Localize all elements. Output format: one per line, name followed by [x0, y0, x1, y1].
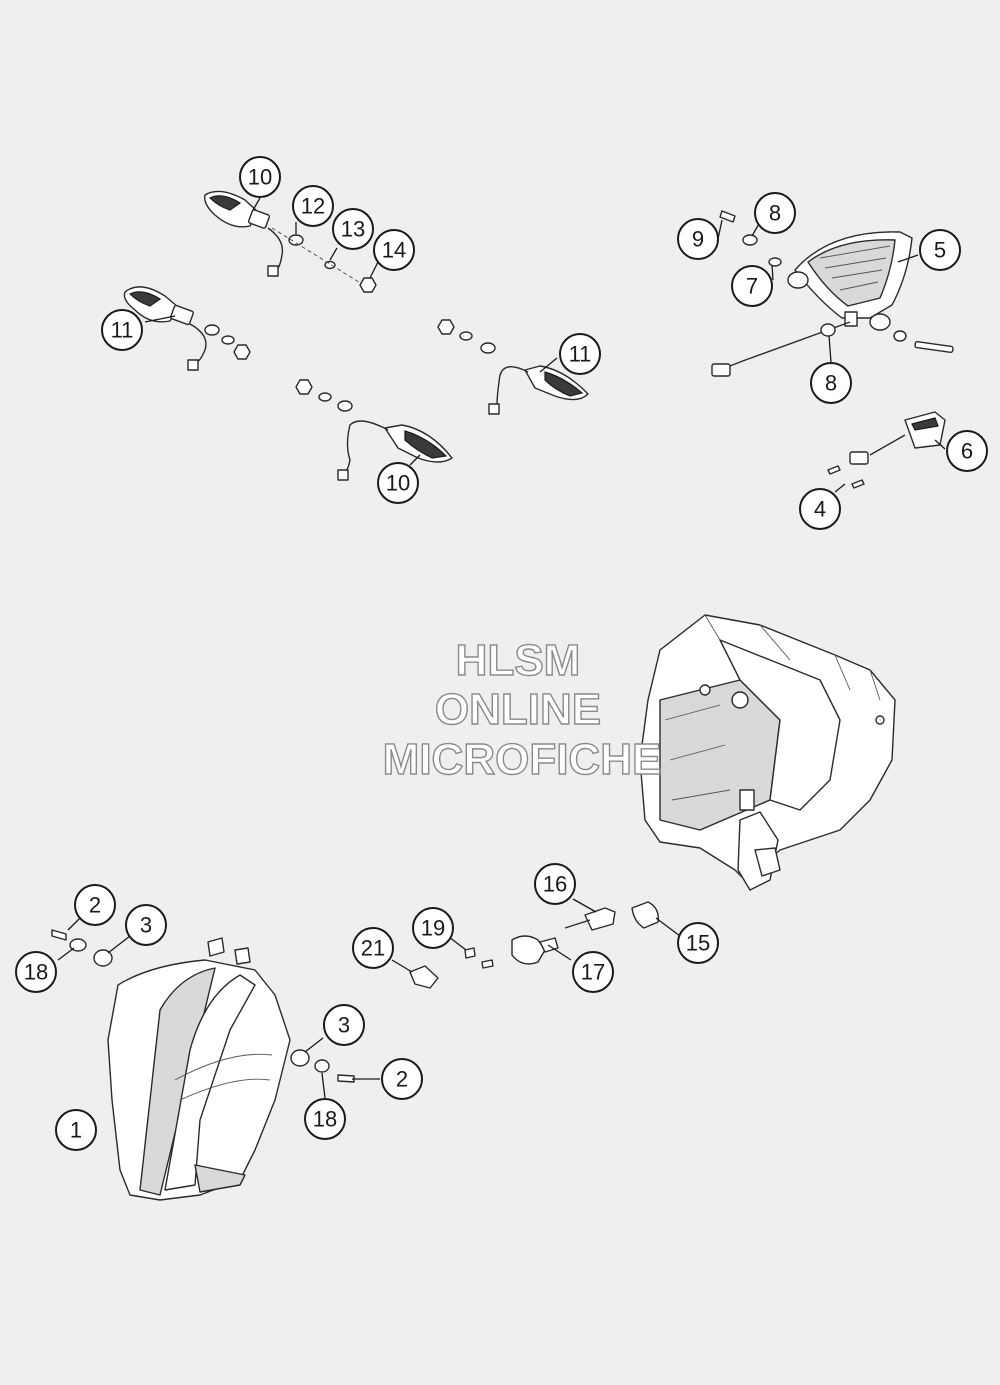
watermark-line-2: ONLINE	[435, 685, 601, 734]
svg-text:11: 11	[111, 318, 134, 343]
svg-text:19: 19	[421, 916, 445, 941]
callout-13[interactable]: 13	[332, 208, 374, 250]
callout-9[interactable]: 9	[677, 218, 719, 260]
svg-text:13: 13	[341, 217, 365, 242]
callout-6[interactable]: 6	[946, 430, 988, 472]
headlight-fasteners-right	[290, 1049, 355, 1083]
callout-11-right[interactable]: 11	[559, 333, 601, 375]
headlight-housing	[107, 937, 291, 1201]
svg-text:5: 5	[934, 238, 946, 263]
svg-text:11: 11	[569, 342, 592, 367]
callout-10-bottom[interactable]: 10	[377, 462, 419, 504]
svg-text:6: 6	[961, 439, 973, 464]
svg-text:7: 7	[746, 274, 758, 299]
svg-text:8: 8	[825, 371, 837, 396]
callouts: 10 12 13 14 11 11 10 9 8 5 7 8 6 4 2 3 1…	[15, 156, 988, 1151]
svg-text:4: 4	[814, 497, 826, 522]
callout-4[interactable]: 4	[799, 488, 841, 530]
callout-7[interactable]: 7	[731, 265, 773, 307]
svg-text:16: 16	[543, 872, 567, 897]
svg-text:21: 21	[361, 936, 385, 961]
svg-text:2: 2	[89, 893, 101, 918]
leader-lines	[57, 197, 946, 1099]
svg-text:18: 18	[313, 1107, 337, 1132]
turn-signal-front-left	[204, 190, 377, 293]
callout-8-top[interactable]: 8	[754, 192, 796, 234]
headlight-bracket	[639, 614, 896, 891]
callout-2-right[interactable]: 2	[381, 1058, 423, 1100]
svg-text:17: 17	[581, 960, 605, 985]
callout-11-left[interactable]: 11	[101, 309, 143, 351]
callout-5[interactable]: 5	[919, 229, 961, 271]
watermark: HLSM ONLINE MICROFICHE	[382, 635, 662, 784]
callout-3-left[interactable]: 3	[125, 904, 167, 946]
turn-signal-front-right	[437, 319, 589, 415]
svg-text:10: 10	[248, 165, 272, 190]
callout-10-top[interactable]: 10	[239, 156, 281, 198]
callout-21[interactable]: 21	[352, 927, 394, 969]
svg-text:3: 3	[338, 1013, 350, 1038]
svg-text:3: 3	[140, 913, 152, 938]
license-plate-light	[827, 411, 946, 489]
callout-18-left[interactable]: 18	[15, 951, 57, 993]
callout-16[interactable]: 16	[534, 863, 576, 905]
svg-text:1: 1	[70, 1118, 82, 1143]
tail-light-assembly	[711, 210, 954, 377]
callout-15[interactable]: 15	[677, 922, 719, 964]
callout-14[interactable]: 14	[373, 229, 415, 271]
callout-3-right[interactable]: 3	[323, 1004, 365, 1046]
svg-text:15: 15	[686, 931, 710, 956]
watermark-line-3: MICROFICHE	[383, 735, 662, 784]
callout-12[interactable]: 12	[292, 185, 334, 227]
svg-text:12: 12	[301, 194, 325, 219]
svg-text:18: 18	[24, 960, 48, 985]
turn-signal-rear-left	[123, 286, 251, 371]
svg-text:14: 14	[382, 238, 406, 263]
svg-text:9: 9	[692, 227, 704, 252]
headlight-fasteners-left	[51, 929, 113, 967]
callout-1[interactable]: 1	[55, 1109, 97, 1151]
callout-19[interactable]: 19	[412, 907, 454, 949]
callout-2-left[interactable]: 2	[74, 884, 116, 926]
turn-signal-rear-right	[295, 379, 453, 481]
svg-text:8: 8	[769, 201, 781, 226]
svg-text:10: 10	[386, 471, 410, 496]
watermark-line-1: HLSM	[456, 636, 581, 685]
callout-18-right[interactable]: 18	[304, 1098, 346, 1140]
callout-17[interactable]: 17	[572, 951, 614, 993]
svg-text:2: 2	[396, 1067, 408, 1092]
callout-8-bottom[interactable]: 8	[810, 362, 852, 404]
